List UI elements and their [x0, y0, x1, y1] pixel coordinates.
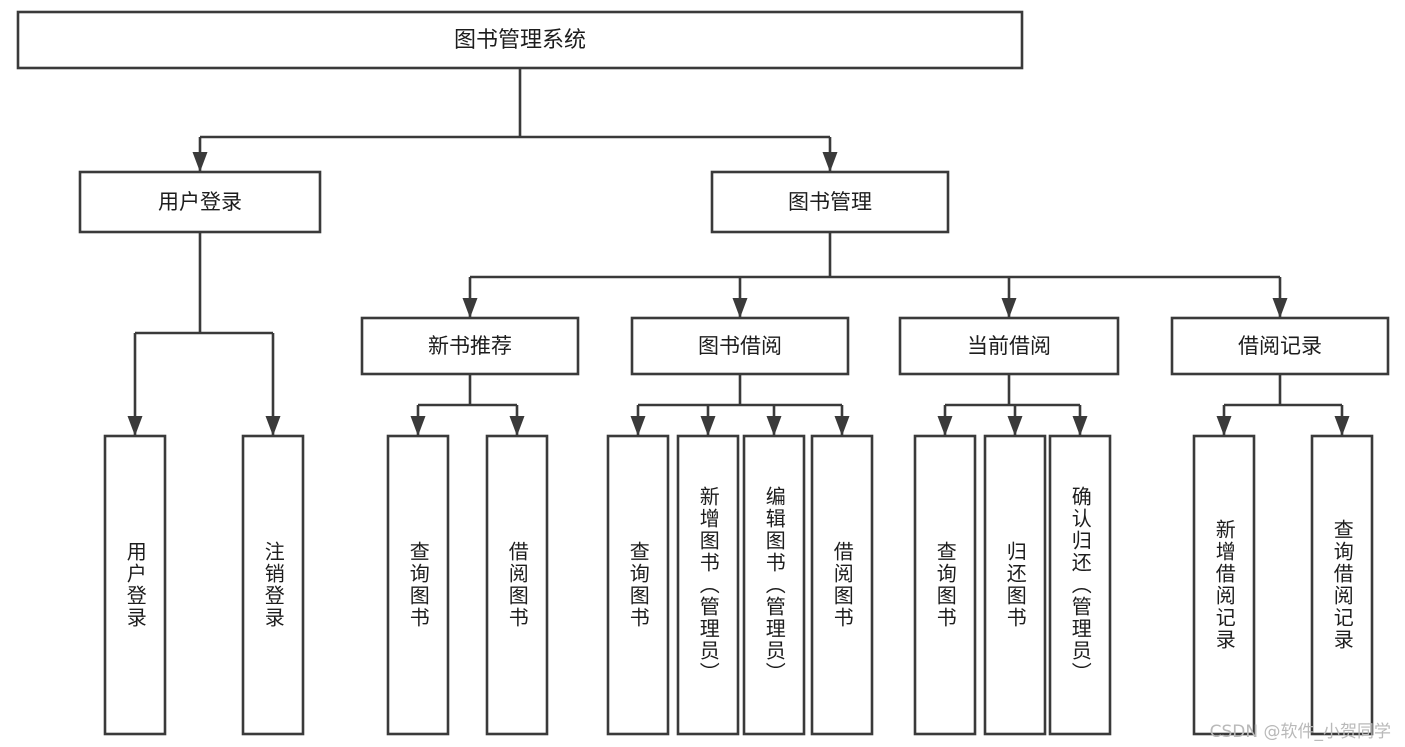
arrow-head-icon-l3-2-1: [1007, 416, 1023, 436]
arrow-head-icon-l3-1-2: [766, 416, 782, 436]
leaf-node-7-box[interactable]: [810, 434, 874, 736]
root-node-图书管理系统-label: 图书管理系统: [454, 28, 586, 53]
arrow-head-icon-books-2: [1001, 298, 1017, 318]
arrow-head-icon-books-0: [462, 298, 478, 318]
leaf-node-1-box[interactable]: [241, 434, 305, 736]
level3-node-3-box[interactable]: [1170, 316, 1390, 376]
leaf-node-2-box[interactable]: [386, 434, 450, 736]
leaf-node-5-box[interactable]: [676, 434, 740, 736]
root-node-图书管理系统-box[interactable]: [16, 10, 1024, 70]
arrow-head-icon-login-0: [127, 416, 143, 436]
leaf-node-9-box[interactable]: [983, 434, 1047, 736]
leaf-node-11-box[interactable]: [1192, 434, 1256, 736]
leaf-node-6-box[interactable]: [742, 434, 806, 736]
arrow-head-icon-books-3: [1272, 298, 1288, 318]
level2-node-0-box[interactable]: [78, 170, 322, 234]
level3-node-3-label: 借阅记录: [1238, 334, 1322, 358]
leaf-node-10-box[interactable]: [1048, 434, 1112, 736]
arrow-head-icon-l3-2-2: [1072, 416, 1088, 436]
arrow-head-icon-l3-2-0: [937, 416, 953, 436]
level2-node-1-box[interactable]: [710, 170, 950, 234]
leaf-node-8-box[interactable]: [913, 434, 977, 736]
arrow-head-icon-l3-3-0: [1216, 416, 1232, 436]
arrow-head-icon-root-1: [822, 152, 838, 172]
level3-node-0-label: 新书推荐: [428, 334, 512, 358]
watermark-text: CSDN @软件_小贺同学: [1209, 722, 1391, 742]
level3-node-0-box[interactable]: [360, 316, 580, 376]
level3-node-2-box[interactable]: [898, 316, 1120, 376]
leaf-node-3-box[interactable]: [485, 434, 549, 736]
arrow-head-icon-l3-1-1: [700, 416, 716, 436]
level3-node-2-label: 当前借阅: [967, 334, 1051, 358]
level3-node-1-label: 图书借阅: [698, 334, 782, 358]
level2-node-0-label: 用户登录: [158, 190, 242, 214]
arrow-head-icon-l3-0-1: [509, 416, 525, 436]
level2-node-1-label: 图书管理: [788, 190, 872, 214]
arrow-head-icon-login-1: [265, 416, 281, 436]
arrow-head-icon-l3-0-0: [410, 416, 426, 436]
arrow-head-icon-l3-3-1: [1334, 416, 1350, 436]
leaf-node-0-box[interactable]: [103, 434, 167, 736]
arrow-head-icon-books-1: [732, 298, 748, 318]
arrow-head-icon-l3-1-3: [834, 416, 850, 436]
arrow-head-icon-l3-1-0: [630, 416, 646, 436]
leaf-node-4-box[interactable]: [606, 434, 670, 736]
leaf-node-12-box[interactable]: [1310, 434, 1374, 736]
level3-node-1-box[interactable]: [630, 316, 850, 376]
arrow-head-icon-root-0: [192, 152, 208, 172]
